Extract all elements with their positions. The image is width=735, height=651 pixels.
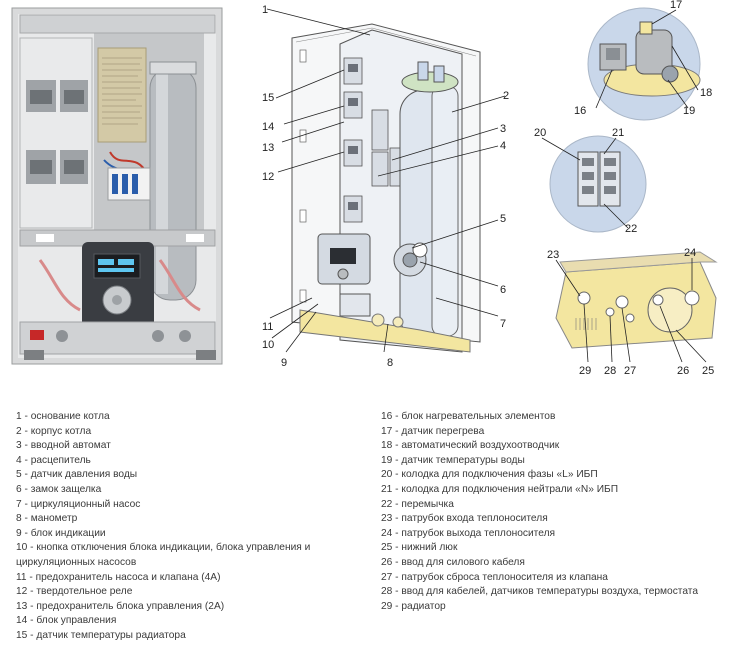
callout-8: 8 [387, 357, 393, 369]
callout-numbers: 1 2 3 4 5 6 7 8 9 10 11 12 13 14 15 16 1… [262, 0, 714, 377]
callout-9: 9 [281, 357, 287, 369]
callout-1: 1 [262, 4, 268, 16]
callout-7: 7 [500, 318, 506, 330]
legend-item-2: 2 - корпус котла [16, 425, 92, 437]
legend-item-1: 1 - основание котла [16, 411, 110, 422]
callout-17: 17 [670, 0, 682, 11]
legend-item-17: 17 - датчик перегрева [381, 425, 485, 437]
legend-item-27: 27 - патрубок сброса теплоносителя из кл… [381, 571, 608, 583]
callout-20: 20 [534, 127, 546, 139]
legend-item-5: 5 - датчик давления воды [16, 469, 138, 481]
legend-item-6: 6 - замок защелка [16, 483, 102, 495]
callout-11: 11 [262, 321, 273, 333]
legend-item-16: 16 - блок нагревательных элементов [381, 411, 556, 422]
legend-right-column: 16 - блок нагревательных элементов 17 - … [381, 410, 726, 614]
leader-lines [266, 8, 707, 363]
callout-21: 21 [612, 127, 624, 139]
legend-item-8: 8 - манометр [16, 513, 78, 525]
callout-13: 13 [262, 142, 274, 154]
callout-16: 16 [574, 105, 586, 117]
callout-29: 29 [579, 365, 591, 377]
legend-item-20: 20 - колодка для подключения фазы «L» ИБ… [381, 469, 598, 481]
legend-item-15: 15 - датчик температуры радиатора [16, 629, 186, 641]
callout-23: 23 [547, 249, 559, 261]
detail-overheat-sensor [587, 7, 701, 121]
callout-27: 27 [624, 365, 636, 377]
legend-item-29: 29 - радиатор [381, 600, 446, 612]
callout-24: 24 [684, 247, 696, 259]
detail-ups-terminals [549, 135, 647, 233]
legend-item-21: 21 - колодка для подключения нейтрали «N… [381, 483, 619, 495]
legend-item-3: 3 - вводной автомат [16, 440, 111, 452]
callout-25: 25 [702, 365, 714, 377]
detail-boiler-bottom [555, 251, 718, 349]
callout-6: 6 [500, 284, 506, 296]
legend-item-18: 18 - автоматический воздухоотводчик [381, 440, 560, 452]
legend-item-23: 23 - патрубок входа теплоносителя [381, 513, 548, 525]
boiler-diagram: 1 2 3 4 5 6 7 8 9 10 11 12 13 14 15 16 1… [11, 0, 718, 377]
legend-item-22: 22 - перемычка [381, 498, 454, 510]
callout-22: 22 [625, 223, 637, 235]
legend-item-4: 4 - расцепитель [16, 454, 91, 466]
boiler-technical-drawing [291, 23, 481, 353]
callout-3: 3 [500, 123, 506, 135]
legend-item-26: 26 - ввод для силового кабеля [381, 556, 525, 568]
boiler-photo [11, 7, 223, 365]
legend-item-28: 28 - ввод для кабелей, датчиков температ… [381, 586, 699, 598]
legend-item-12: 12 - твердотельное реле [16, 586, 133, 598]
legend-item-24: 24 - патрубок выхода теплоносителя [381, 527, 556, 539]
callout-28: 28 [604, 365, 616, 377]
legend-item-7: 7 - циркуляционный насос [16, 498, 141, 510]
legend-item-25: 25 - нижний люк [381, 542, 458, 554]
callout-2: 2 [503, 90, 509, 102]
callout-12: 12 [262, 171, 274, 183]
callout-4: 4 [500, 140, 506, 152]
legend-item-14: 14 - блок управления [16, 615, 117, 627]
callout-15: 15 [262, 92, 274, 104]
legend-item-13: 13 - предохранитель блока управления (2А… [16, 600, 225, 612]
callout-19: 19 [683, 105, 695, 117]
legend-left-column: 1 - основание котла 2 - корпус котла 3 -… [16, 410, 361, 644]
callout-14: 14 [262, 121, 274, 133]
legend-item-11: 11 - предохранитель насоса и клапана (4А… [16, 571, 221, 583]
callout-5: 5 [500, 213, 506, 225]
legend-item-10: 10 - кнопка отключения блока индикации, … [16, 542, 311, 568]
callout-18: 18 [700, 87, 712, 99]
callout-10: 10 [262, 339, 274, 351]
callout-26: 26 [677, 365, 689, 377]
legend-item-19: 19 - датчик температуры воды [381, 454, 525, 466]
legend-item-9: 9 - блок индикации [16, 527, 106, 539]
